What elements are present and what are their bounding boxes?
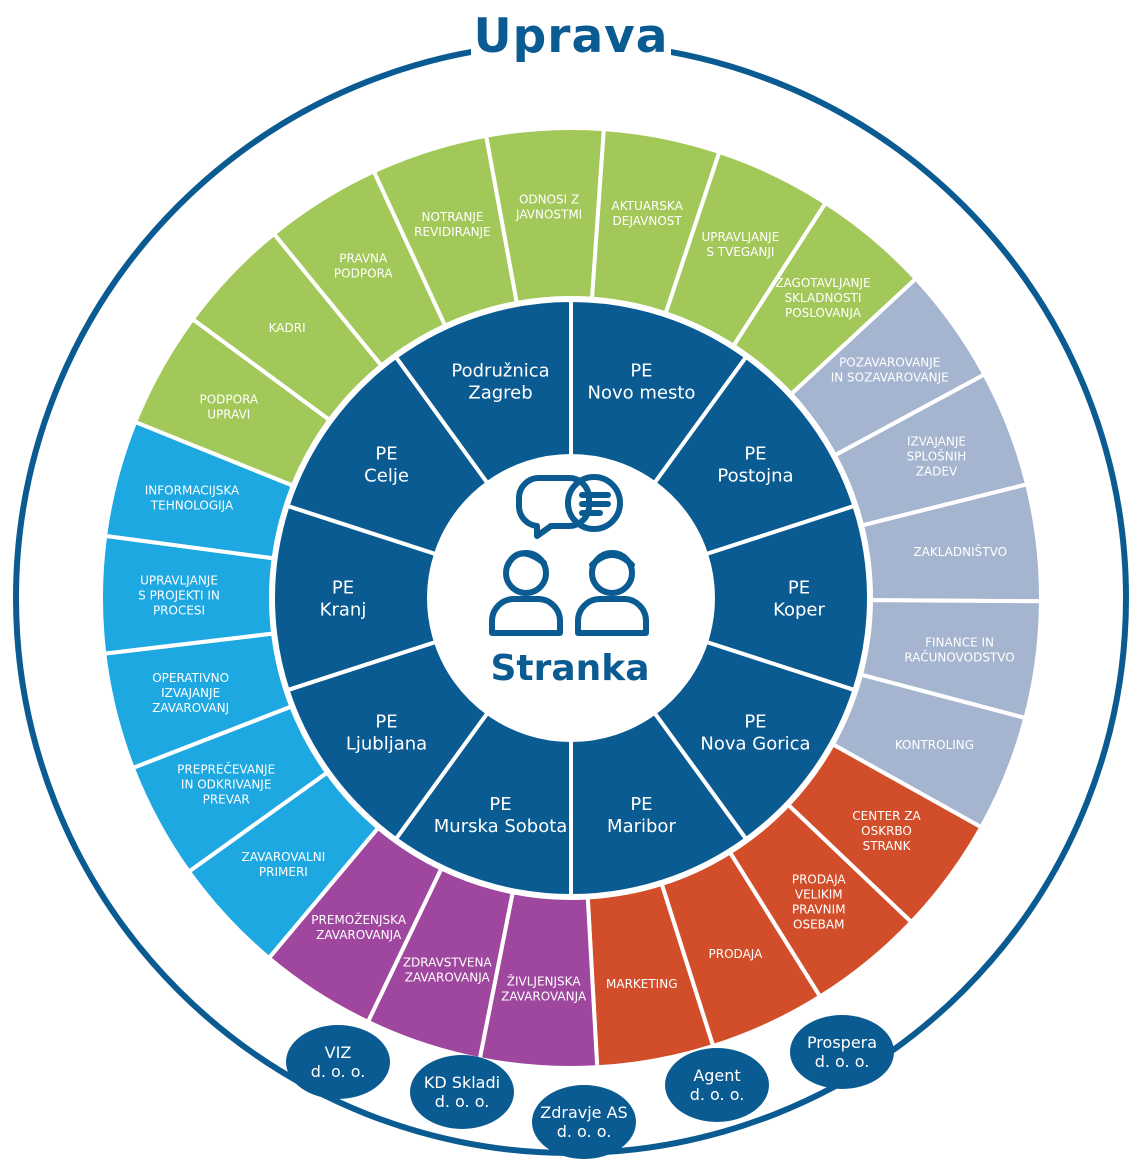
segment-kontroling-label: KONTROLING <box>895 738 974 752</box>
center-circle <box>429 456 713 740</box>
segment-zakladnistvo-label: ZAKLADNIŠTVO <box>913 544 1007 559</box>
diagram-title: Uprava <box>471 4 671 70</box>
segment-marketing-label: MARKETING <box>606 977 678 991</box>
segment-prodaja-label: PRODAJA <box>709 947 764 961</box>
center-label: Stranka <box>490 648 650 689</box>
segment-kadri-label: KADRI <box>269 321 306 335</box>
customer-chat-icon <box>489 474 649 636</box>
